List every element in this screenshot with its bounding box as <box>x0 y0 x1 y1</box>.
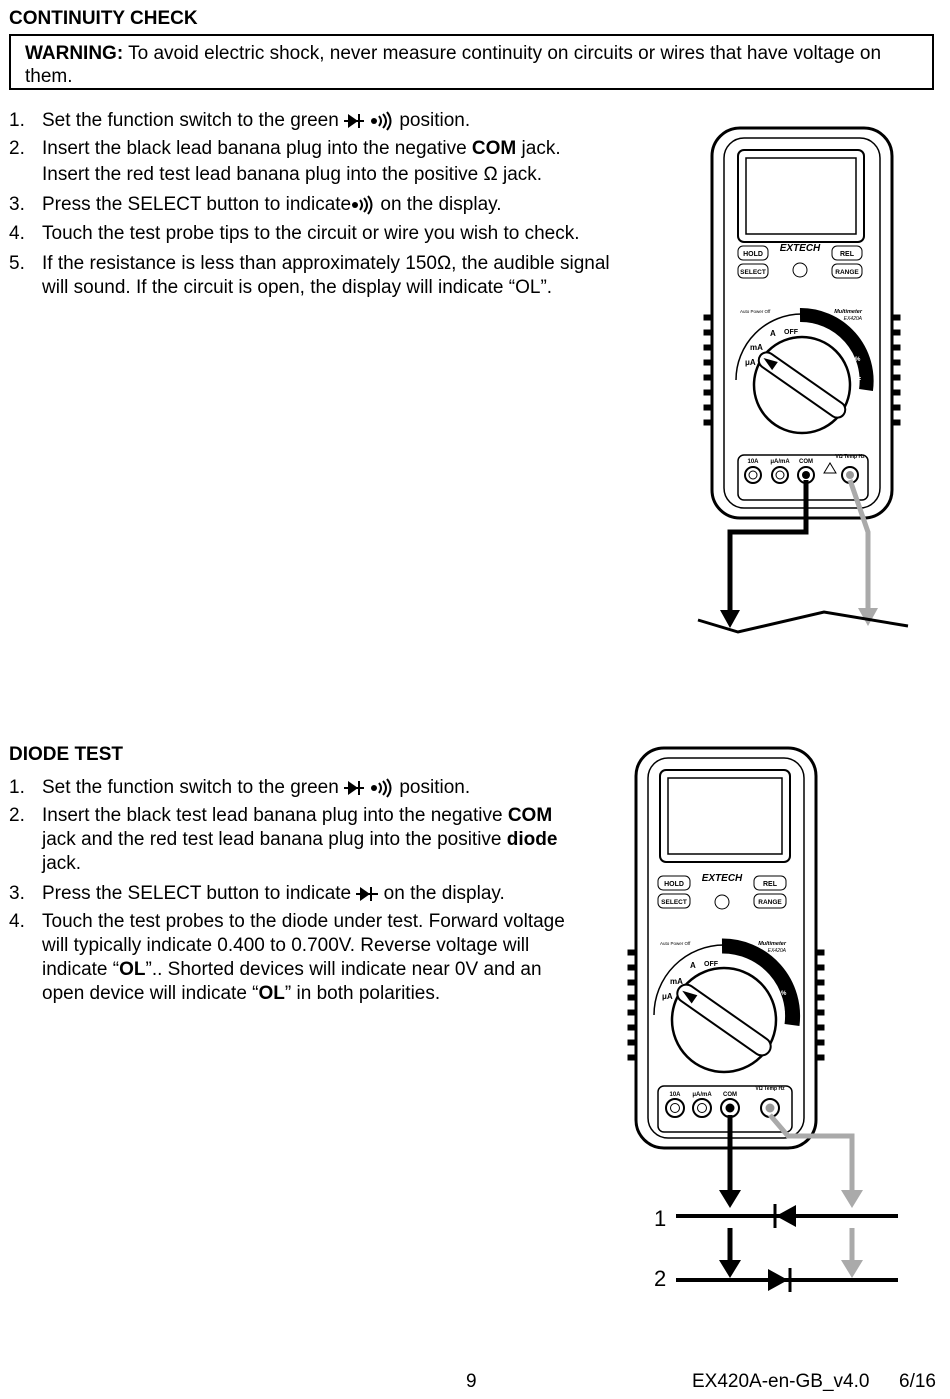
step-text: ” in both polarities. <box>284 983 441 1004</box>
circuit-label-1: 1 <box>654 1206 666 1231</box>
step-bold: COM <box>507 805 553 826</box>
step-text: Insert the red test lead banana plug int… <box>42 164 543 185</box>
step-text: Insert the black lead banana plug into t… <box>42 138 472 159</box>
step-bold: OL <box>258 983 285 1004</box>
step-number: 5. <box>9 253 25 274</box>
meter-btn-range: RANGE <box>758 899 782 906</box>
page-count: 6/16 <box>899 1371 936 1392</box>
meter-model: EX420A <box>844 316 863 322</box>
warning-text: WARNING: To avoid electric shock, never … <box>25 42 915 88</box>
meter-auto-off: Auto Power Off <box>660 941 691 946</box>
step-bold: diode <box>506 829 558 850</box>
step-number: 2. <box>9 805 25 826</box>
meter-btn-rel: REL <box>840 251 855 258</box>
step-text: Set the function switch to the green <box>42 110 345 131</box>
warning-body: To avoid electric shock, never measure c… <box>25 43 882 87</box>
multimeter-illustration-diode: HOLD SELECT REL RANGE EXTECH Auto Power … <box>627 746 898 1292</box>
jack-label-10a: 10A <box>669 1092 681 1098</box>
jack-label-ua-ma: μA/mA <box>692 1092 712 1098</box>
step-number: 2. <box>9 138 25 159</box>
step-text: Touch the test probes to the diode under… <box>42 911 565 932</box>
dial-a: A <box>770 329 776 338</box>
doc-id: EX420A-en-GB_v4.0 <box>692 1371 870 1392</box>
step-text: open device will indicate “ <box>42 983 259 1004</box>
step-text: jack and the red test lead banana plug i… <box>42 829 507 850</box>
meter-auto-off: Auto Power Off <box>740 309 771 314</box>
step-number: 3. <box>9 194 25 215</box>
dial-ma: mA <box>750 343 763 352</box>
section-title-diode: DIODE TEST <box>9 744 124 765</box>
meter-brand: EXTECH <box>780 243 821 254</box>
continuity-icon <box>352 195 373 215</box>
meter-model: EX420A <box>768 948 787 954</box>
jack-label-10a: 10A <box>747 459 759 465</box>
meter-btn-rel: REL <box>763 881 778 888</box>
step-text: indicate “ <box>42 959 120 980</box>
dial-off: OFF <box>784 329 799 336</box>
step-text: Insert the black test lead banana plug i… <box>42 805 508 826</box>
step-number: 4. <box>9 911 25 932</box>
page-number: 9 <box>466 1371 477 1392</box>
step-number: 1. <box>9 110 25 131</box>
step-text: will typically indicate 0.400 to 0.700V.… <box>42 935 530 956</box>
section-title-continuity: CONTINUITY CHECK <box>9 8 198 29</box>
step-text: will sound. If the circuit is open, the … <box>42 277 553 298</box>
dial-ma: mA <box>670 977 683 986</box>
step-number: 3. <box>9 883 25 904</box>
meter-btn-hold: HOLD <box>664 881 684 888</box>
diode-continuity-icon <box>344 111 392 131</box>
step-text: Touch the test probe tips to the circuit… <box>42 223 580 244</box>
dial-a: A <box>690 961 696 970</box>
dial-c: °C <box>778 1028 786 1036</box>
dial-ua: μA <box>745 358 756 367</box>
jack-label-v: VΩ Temp Hz <box>755 1086 785 1092</box>
step-text: If the resistance is less than approxima… <box>42 253 610 274</box>
step-text: on the display. <box>375 194 502 215</box>
step-number: 1. <box>9 777 25 798</box>
dial-f: °F <box>854 376 862 384</box>
multimeter-illustration-continuity: HOLD SELECT REL RANGE EXTECH Auto Power … <box>697 126 909 634</box>
jack-label-com: COM <box>799 459 813 465</box>
warning-box: WARNING: To avoid electric shock, never … <box>9 34 934 90</box>
dial-v: V <box>726 956 732 966</box>
jack-label-com: COM <box>723 1092 737 1098</box>
meter-btn-range: RANGE <box>835 269 859 276</box>
dial-ohm: Ω <box>818 329 825 338</box>
dial-hz: Hz % <box>846 357 861 363</box>
step-text: jack. <box>516 138 561 159</box>
circuit-label-2: 2 <box>654 1266 666 1291</box>
step-text: jack. <box>42 853 82 874</box>
step-text: position. <box>394 110 471 131</box>
meter-model-name: Multimeter <box>834 309 863 315</box>
step-text: ”.. Shorted devices will indicate near 0… <box>145 959 542 980</box>
step-text: Press the SELECT button to indicate <box>42 194 352 215</box>
diode-icon <box>356 886 379 901</box>
step-text: on the display. <box>378 883 505 904</box>
dial-off: OFF <box>704 961 719 968</box>
step-number: 4. <box>9 223 25 244</box>
meter-brand: EXTECH <box>702 873 743 884</box>
step-text: Press the SELECT button to indicate <box>42 883 357 904</box>
step-text: position. <box>394 777 471 798</box>
jack-label-ua-ma: μA/mA <box>770 459 790 465</box>
diode-continuity-icon <box>344 778 392 798</box>
meter-btn-select: SELECT <box>661 899 687 906</box>
meter-model-name: Multimeter <box>758 941 787 947</box>
meter-btn-hold: HOLD <box>743 251 763 258</box>
dial-hz: Hz % <box>772 991 787 997</box>
dial-v: V <box>804 324 810 334</box>
step-text: Set the function switch to the green <box>42 777 345 798</box>
step-bold: COM <box>471 138 517 159</box>
dial-c: °C <box>854 394 862 402</box>
dial-ua: μA <box>662 992 673 1001</box>
meter-btn-select: SELECT <box>740 269 766 276</box>
jack-label-v: VΩ Temp Hz <box>835 454 865 460</box>
warning-label: WARNING: <box>25 43 124 64</box>
dial-ohm: Ω <box>742 961 749 970</box>
dial-f: °F <box>778 1010 786 1018</box>
step-bold: OL <box>119 959 146 980</box>
